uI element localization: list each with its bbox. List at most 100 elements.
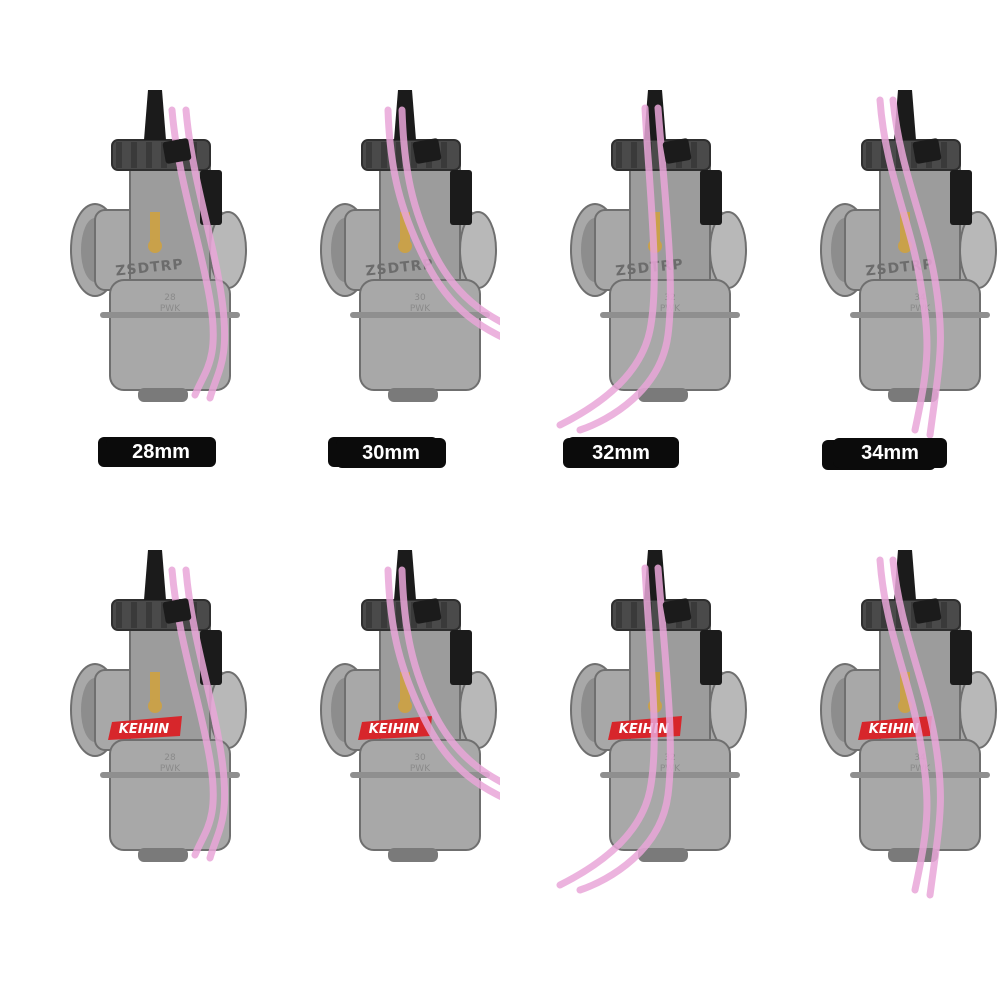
drain-plug (888, 848, 938, 862)
hose-tape (912, 598, 942, 624)
hose-tape (662, 138, 692, 164)
brand-badge (108, 716, 182, 740)
bowl-size-stamp: 28 (164, 293, 176, 303)
bowl-clip (850, 772, 990, 778)
cap-ridge (131, 142, 137, 168)
cap-ridge (116, 142, 122, 168)
side-connector (950, 630, 972, 685)
bowl-type-stamp: PWK (910, 304, 931, 314)
cap-ridge (911, 602, 917, 628)
cap-ridge (131, 602, 137, 628)
drain-plug (638, 848, 688, 862)
brand-text: KEIHIN (869, 722, 920, 737)
vent-hose (182, 566, 229, 862)
cap-ridge (941, 602, 947, 628)
cap-ridge (911, 142, 917, 168)
bowl-clip (350, 312, 490, 318)
vent-hose (168, 106, 217, 399)
cap-ridge (866, 142, 872, 168)
cap-ridge (146, 142, 152, 168)
cap-ridge (396, 602, 402, 628)
idle-screw-head (148, 699, 162, 713)
idle-screw (150, 212, 160, 242)
vent-hose (889, 556, 944, 899)
brand-text: ZSDTRP (115, 256, 185, 279)
product-card[interactable]: 34PWKZSDTRP34mm (750, 0, 1000, 500)
bowl-size-stamp: 28 (164, 753, 176, 763)
bowl-clip (100, 312, 240, 318)
bowl-type-stamp: PWK (410, 764, 431, 774)
brand-text: ZSDTRP (365, 256, 435, 279)
cap-ridge (116, 602, 122, 628)
idle-screw-head (148, 239, 162, 253)
vent-hose (398, 106, 500, 326)
vent-hose (556, 564, 658, 889)
cap-ridge (441, 142, 447, 168)
vent-hose (876, 556, 931, 894)
cap-ridge (411, 602, 417, 628)
cap-ridge (146, 602, 152, 628)
cable-boot (144, 550, 166, 600)
brand-badge (608, 716, 682, 740)
drain-plug (638, 388, 688, 402)
idle-screw (150, 672, 160, 702)
idle-screw-head (398, 699, 412, 713)
drain-plug (388, 388, 438, 402)
vent-hose (556, 104, 658, 429)
vent-hose (576, 104, 674, 434)
cap-ridge (396, 142, 402, 168)
idle-screw (400, 212, 410, 242)
brand-badge (358, 716, 432, 740)
vent-hose (398, 566, 500, 786)
cap-ridge (881, 602, 887, 628)
cap-ridge (161, 142, 167, 168)
product-card[interactable]: 28PWKZSDTRP28mm (0, 0, 250, 500)
side-connector (700, 630, 722, 685)
cap-ridge (691, 602, 697, 628)
vent-hose (384, 106, 500, 340)
cap-ridge (381, 602, 387, 628)
hose-tape (162, 138, 192, 164)
cap-ridge (381, 142, 387, 168)
hose-tape (412, 598, 442, 624)
size-label: 30mm (336, 438, 446, 468)
brand-text: KEIHIN (619, 722, 670, 737)
bowl-size-stamp: 30 (414, 753, 426, 763)
size-label: 34mm (833, 438, 947, 468)
side-connector (700, 170, 722, 225)
cap-ridge (411, 142, 417, 168)
bowl-size-stamp: 30 (414, 293, 426, 303)
cap-ridge (691, 142, 697, 168)
cable-boot (144, 90, 166, 140)
cap-ridge (441, 602, 447, 628)
side-connector (450, 630, 472, 685)
cap-ridge (161, 602, 167, 628)
size-label: 32mm (563, 438, 679, 468)
bowl-type-stamp: PWK (910, 764, 931, 774)
drain-plug (388, 848, 438, 862)
brand-text: KEIHIN (119, 722, 170, 737)
bowl-clip (350, 772, 490, 778)
vent-hose (889, 96, 944, 439)
bowl-clip (100, 772, 240, 778)
vent-hose (168, 566, 217, 859)
hose-tape (662, 598, 692, 624)
